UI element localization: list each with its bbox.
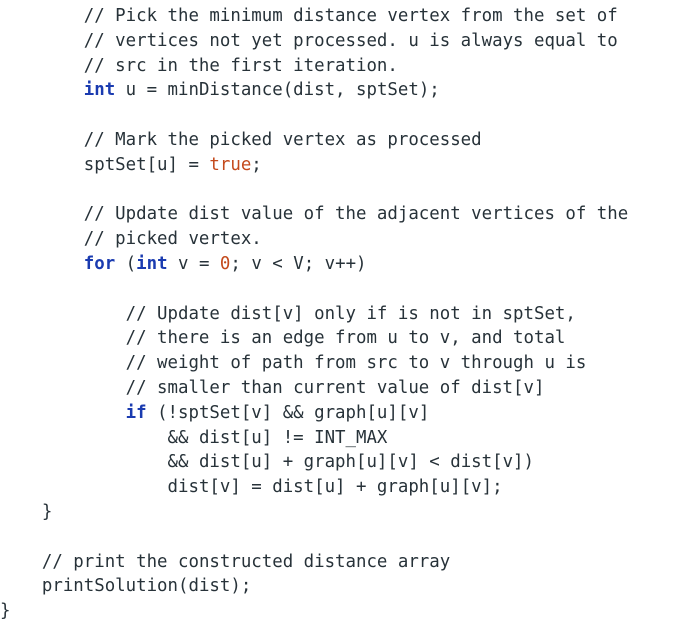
code-keyword: int (136, 253, 168, 274)
code-line: // there is an edge from u to v, and tot… (0, 326, 681, 351)
code-keyword: if (125, 402, 147, 423)
code-indent (0, 304, 126, 324)
code-indent (0, 552, 42, 572)
code-block: // Pick the minimum distance vertex from… (0, 4, 681, 624)
code-indent (0, 6, 84, 26)
code-token: // picked vertex. (83, 229, 262, 250)
code-indent (0, 502, 42, 522)
code-token: // Update dist value of the adjacent ver… (83, 204, 629, 225)
code-indent (0, 477, 168, 497)
code-line: && dist[u] != INT_MAX (0, 426, 681, 451)
code-line: // weight of path from src to v through … (0, 351, 681, 376)
code-token: dist[v] = dist[u] + graph[u][v]; (167, 477, 503, 498)
code-line: } (0, 599, 681, 624)
code-indent (0, 576, 42, 596)
code-indent (0, 403, 126, 423)
code-token: } (0, 601, 11, 622)
code-token: sptSet[u] = (83, 154, 210, 175)
code-line: // smaller than current value of dist[v] (0, 376, 681, 401)
code-token: // Mark the picked vertex as processed (83, 129, 482, 150)
code-line: // print the constructed distance array (0, 550, 681, 575)
code-indent (0, 353, 126, 373)
code-token: // Update dist[v] only if is not in sptS… (125, 303, 576, 324)
code-line: printSolution(dist); (0, 574, 681, 599)
code-indent (0, 378, 126, 398)
code-indent (0, 80, 84, 100)
code-token: // there is an edge from u to v, and tot… (125, 328, 566, 349)
code-token: ; (251, 154, 262, 175)
code-line: // src in the first iteration. (0, 54, 681, 79)
code-token: ; v < V; v++) (230, 253, 367, 274)
code-line (0, 103, 681, 128)
code-literal: 0 (219, 253, 231, 274)
code-line: for (int v = 0; v < V; v++) (0, 252, 681, 277)
code-token: && dist[u] != INT_MAX (167, 427, 388, 448)
code-token: ( (115, 253, 137, 274)
code-line: // Pick the minimum distance vertex from… (0, 4, 681, 29)
code-indent (0, 204, 84, 224)
code-line: // picked vertex. (0, 227, 681, 252)
code-token: // weight of path from src to v through … (125, 353, 587, 374)
code-indent (0, 31, 84, 51)
code-indent (0, 428, 168, 448)
code-line: int u = minDistance(dist, sptSet); (0, 78, 681, 103)
code-indent (0, 328, 126, 348)
code-indent (0, 130, 84, 150)
code-line (0, 277, 681, 302)
code-indent (0, 229, 84, 249)
code-indent (0, 452, 168, 472)
code-literal: true (209, 154, 252, 175)
code-token: u = minDistance(dist, sptSet); (115, 80, 440, 101)
code-indent (0, 56, 84, 76)
code-indent (0, 254, 84, 274)
code-keyword: int (83, 80, 116, 101)
code-line: // Update dist value of the adjacent ver… (0, 202, 681, 227)
code-token: // print the constructed distance array (41, 551, 451, 572)
code-line (0, 525, 681, 550)
code-token: // Pick the minimum distance vertex from… (83, 6, 618, 26)
code-line: dist[v] = dist[u] + graph[u][v]; (0, 475, 681, 500)
code-token: // src in the first iteration. (83, 55, 398, 76)
code-keyword: for (83, 253, 116, 274)
code-token: (!sptSet[v] && graph[u][v] (146, 402, 430, 423)
code-line: } (0, 500, 681, 525)
code-line: // Mark the picked vertex as processed (0, 128, 681, 153)
code-line (0, 178, 681, 203)
code-token: v = (167, 253, 220, 274)
code-token: // smaller than current value of dist[v] (125, 377, 545, 398)
code-token: && dist[u] + graph[u][v] < dist[v]) (167, 452, 534, 473)
code-token: // vertices not yet processed. u is alwa… (83, 30, 618, 51)
code-line: if (!sptSet[v] && graph[u][v] (0, 401, 681, 426)
code-line: sptSet[u] = true; (0, 153, 681, 178)
code-token: printSolution(dist); (41, 576, 252, 597)
code-line: && dist[u] + graph[u][v] < dist[v]) (0, 450, 681, 475)
code-line: // Update dist[v] only if is not in sptS… (0, 302, 681, 327)
code-line: // vertices not yet processed. u is alwa… (0, 29, 681, 54)
code-indent (0, 155, 84, 175)
code-token: } (41, 501, 53, 522)
